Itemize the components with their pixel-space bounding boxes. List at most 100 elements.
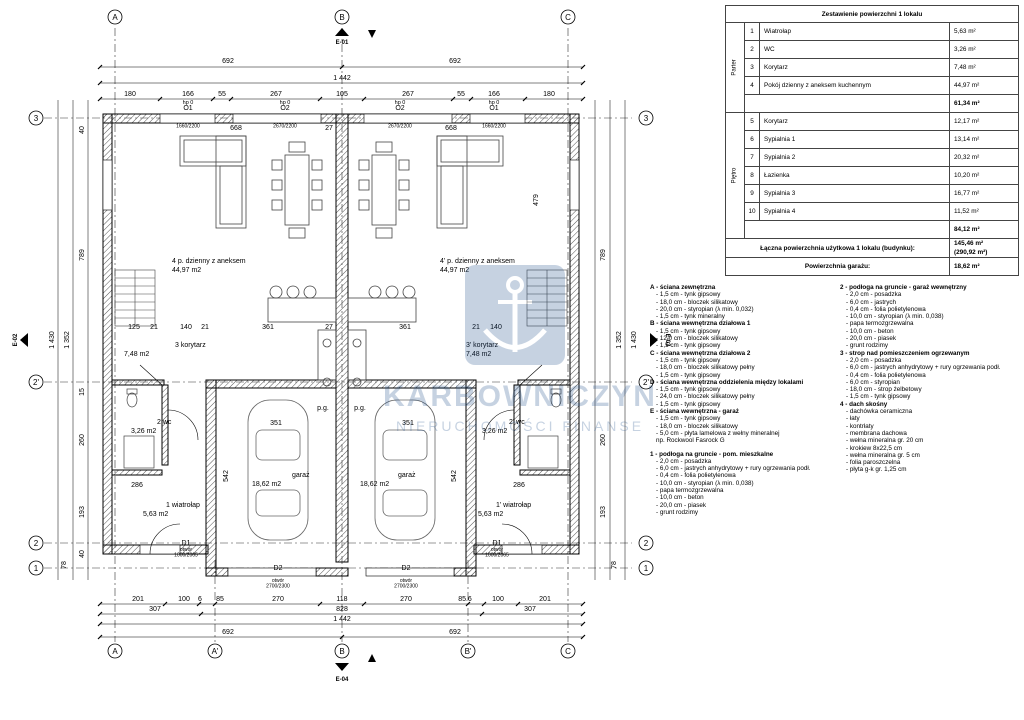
legend-heading: E - ściana wewnętrzna - garaż: [650, 408, 739, 416]
room-name-cell: Wiatrołap: [759, 22, 950, 41]
axis-bubbles-bottom: A A' B B' C: [107, 643, 576, 659]
row-number: 8: [744, 166, 760, 185]
dim-text: 668: [445, 125, 457, 132]
axis-bubbles-side: 3 2' 2 1 3 2' 2 1: [28, 110, 654, 576]
dim-text: 140: [180, 324, 192, 331]
room-name: 2' wc: [509, 419, 525, 426]
dim-text: 692: [449, 629, 461, 636]
dim-text: 40: [79, 126, 86, 134]
dim-text: 1 442: [333, 75, 351, 82]
area-cell: 20,32 m²: [949, 148, 1019, 167]
dining-table: [271, 141, 410, 239]
row-number: 2: [744, 40, 760, 59]
room-area: 5,63 m2: [143, 511, 168, 518]
dim-text: 286: [513, 482, 525, 489]
dim-text: 668: [230, 125, 242, 132]
dim-text: 789: [79, 249, 86, 261]
legend-item: - 6,0 cm - styropian: [846, 378, 900, 386]
dim-text: 21: [201, 324, 209, 331]
table-row: 10 Sypialnia 4 11,52 m²: [726, 202, 1019, 221]
window-hp: hp 0: [395, 100, 406, 106]
legend-item: - 6,0 cm - jastrych anhydrytowy + rury o…: [656, 465, 811, 473]
room-name: 3' korytarz: [466, 342, 499, 349]
table-garage-row: Powierzchnia garażu: 18,62 m²: [725, 257, 1019, 276]
row-number: 5: [744, 112, 760, 131]
room-area: 3,26 m2: [482, 428, 507, 435]
dim-text: 166: [182, 91, 194, 98]
axis-label: 3: [644, 114, 649, 123]
area-cell: 13,14 m²: [949, 130, 1019, 149]
dimension-texts-top: 692 692 1 442 180 166 55 267 105 267 55 …: [124, 58, 555, 98]
room-name-cell: WC: [759, 40, 950, 59]
row-number: 6: [744, 130, 760, 149]
dim-text: 542: [223, 470, 230, 482]
ground-sum: 61,34 m²: [949, 94, 1019, 113]
door-id: D2: [274, 565, 283, 572]
dim-text: 1 430: [49, 331, 56, 349]
dim-text: 55: [457, 91, 465, 98]
room-name-cell: Sypialnia 4: [759, 202, 950, 221]
axis-label: B: [339, 13, 344, 22]
legend-heading: 4 - dach skośny: [840, 400, 888, 408]
window-hp: hp 0: [280, 100, 291, 106]
legend-item: - 20,0 cm - piasek: [656, 501, 707, 509]
table-sum-row: 84,12 m²: [726, 220, 1019, 239]
dim-text: 15: [79, 388, 86, 396]
legend-item: - 2,0 cm - posadzka: [656, 457, 712, 465]
dimension-texts-side: 789 1 352 1 430 260 193 78 40 40 15 789 …: [49, 126, 638, 569]
room-name: 1 wiatrołap: [166, 502, 200, 509]
dim-text: 140: [490, 324, 502, 331]
window-hp: hp 0: [183, 100, 194, 106]
legend-item: - 1,5 cm - tynk gipsowy: [656, 342, 721, 350]
dim-text: 1 352: [616, 331, 623, 349]
dim-text: 1 352: [64, 331, 71, 349]
dim-text: 78: [61, 561, 68, 569]
legend-item: - 10,0 cm - styropian (λ min. 0,038): [846, 313, 944, 321]
legend-item: - 1,5 cm - tynk gipsowy: [656, 356, 721, 364]
room-area: 18,62 m2: [252, 481, 281, 488]
dim-text: 1 430: [631, 331, 638, 349]
dim-text: 692: [449, 58, 461, 65]
room-labels: 4 p. dzienny z aneksem 44,97 m2 4' p. dz…: [124, 258, 531, 518]
dim-text: 85: [216, 596, 224, 603]
inner-dims: 668 27 668 140 21 361 27 361 21 140 351 …: [128, 125, 540, 489]
upper-sum: 84,12 m²: [949, 220, 1019, 239]
axis-label: A: [112, 647, 118, 656]
room-area: 7,48 m2: [466, 351, 491, 358]
legend-item: - grunt rodzimy: [846, 342, 888, 350]
legend-item: - 12,0 cm - bloczek silikatowy: [656, 335, 738, 343]
table-sum-row: 61,34 m²: [726, 94, 1019, 113]
legend-item: - 1,5 cm - tynk gipsowy: [656, 291, 721, 299]
row-number: 4: [744, 76, 760, 95]
legend-item: - 1,5 cm - tynk gipsowy: [656, 386, 721, 394]
legend-item: - grunt rodzimy: [656, 508, 698, 516]
room-area: 44,97 m2: [440, 267, 469, 274]
dim-text: 828: [336, 606, 348, 613]
dim-text: 1 442: [333, 616, 351, 623]
area-table: Zestawienie powierzchni 1 lokalu Parter …: [725, 5, 1019, 276]
axis-label: 3: [34, 114, 39, 123]
legend-item: - 10,0 cm - beton: [846, 327, 894, 335]
dim-text: 307: [149, 606, 161, 613]
legend-item: - 0,4 cm - folia polietylenowa: [656, 472, 736, 480]
room-name: 2 wc: [157, 419, 172, 426]
room-name: garaż: [398, 472, 416, 479]
room-name-cell: Sypialnia 3: [759, 184, 950, 203]
legend-right: 2 - podłoga na gruncie - garaż wewnętrzn…: [840, 284, 1020, 474]
legend-item: - 1,5 cm - tynk mineralny: [656, 313, 725, 321]
room-area: 44,97 m2: [172, 267, 201, 274]
axis-label: B': [465, 647, 472, 656]
room-name-cell: Pokój dzienny z aneksem kuchennym: [759, 76, 950, 95]
area-cell: 11,52 m²: [949, 202, 1019, 221]
door-swings: [139, 364, 543, 555]
table-row: 8 Łazienka 10,20 m²: [726, 166, 1019, 185]
table-row: 7 Sypialnia 2 20,32 m²: [726, 148, 1019, 167]
legend-item: - 24,0 cm - bloczek silikatowy pełny: [656, 393, 755, 401]
dim-text: 307: [524, 606, 536, 613]
window-label: O2: [395, 105, 404, 112]
room-area: 5,63 m2: [478, 511, 503, 518]
dim-text: 193: [600, 506, 607, 518]
axis-bubbles-top: A B C: [107, 9, 576, 25]
